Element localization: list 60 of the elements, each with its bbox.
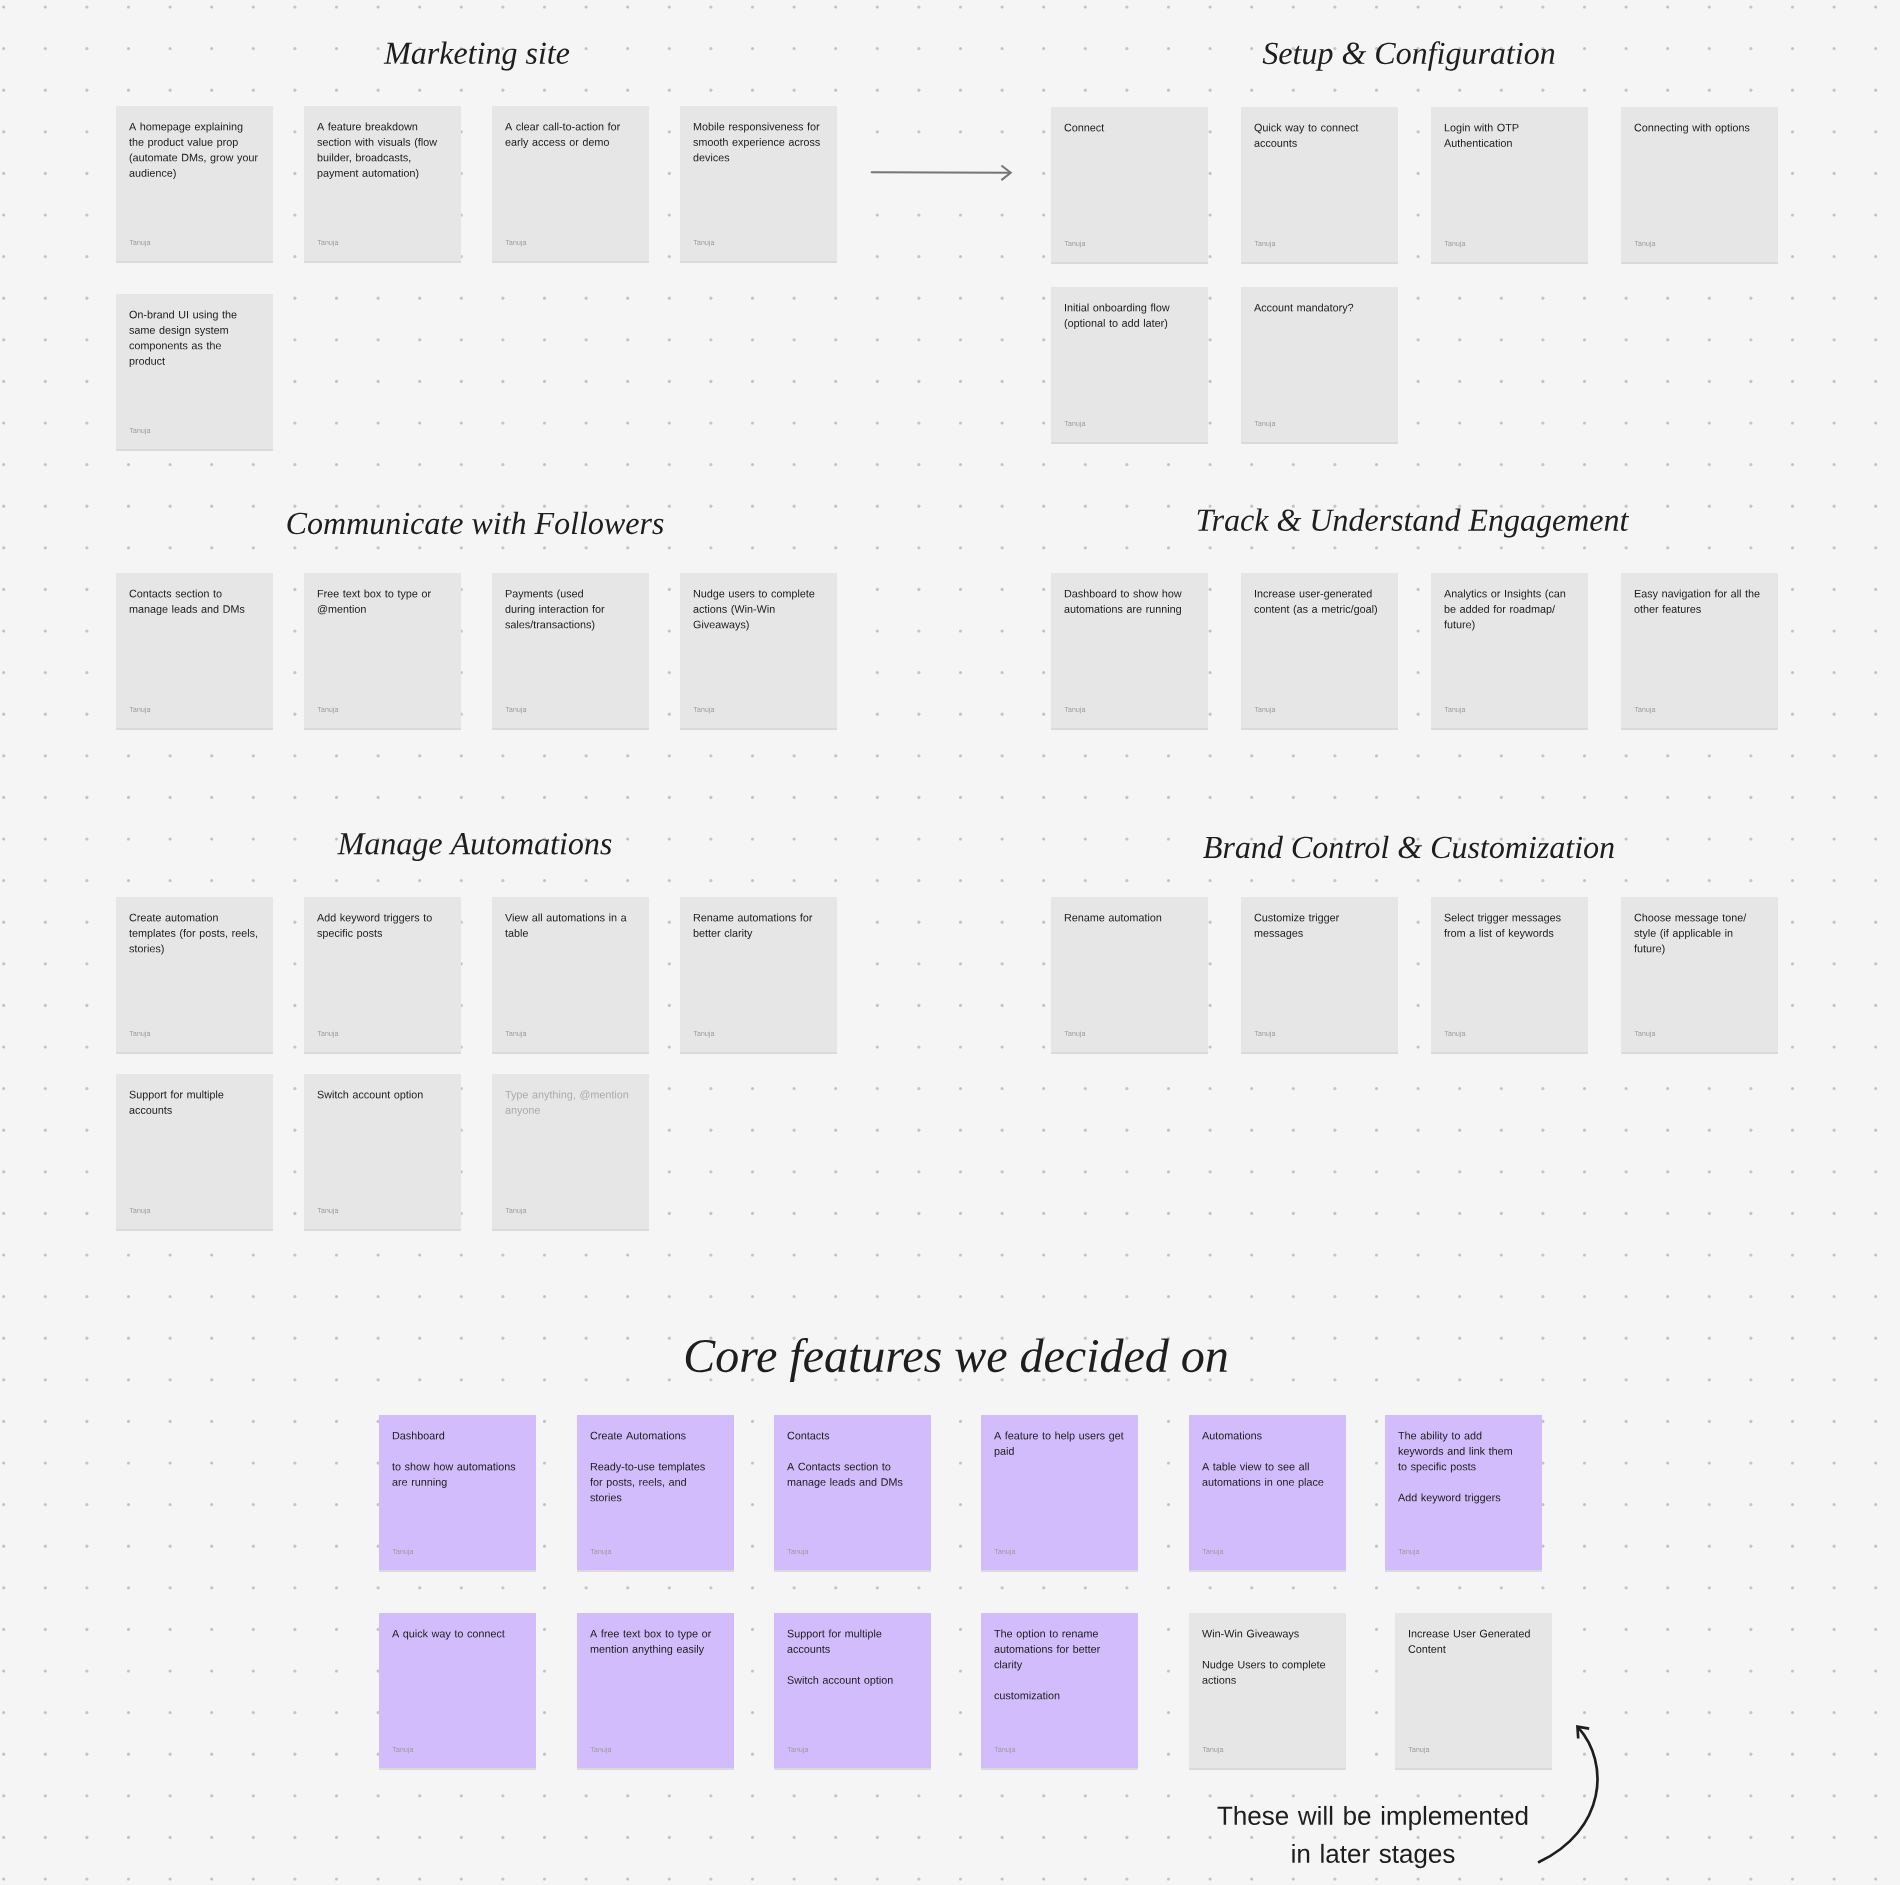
note-text: Automations bbox=[1202, 1431, 1262, 1440]
arrow bbox=[870, 164, 1013, 182]
note-text: Choose message tone/ style (if applicable in future) bbox=[1634, 913, 1747, 955]
section-heading: Track & Understand Engagement bbox=[1197, 508, 1630, 538]
arrow bbox=[1537, 1725, 1599, 1864]
note-text: Mobile responsiveness for smooth experience across devices bbox=[693, 122, 820, 162]
note-text: Connecting with options bbox=[1634, 123, 1750, 134]
note-text: A free text box to type or mention anything easily bbox=[590, 1629, 712, 1656]
note-text: The option to rename automations for better clarity bbox=[994, 1629, 1101, 1671]
note-text: Customize trigger messages bbox=[1254, 913, 1340, 940]
note-text: A table view to see all automations in one place bbox=[1202, 1462, 1324, 1488]
note-text: A quick way to connect bbox=[392, 1629, 505, 1640]
section-heading: Setup & Configuration bbox=[1262, 41, 1555, 71]
note-text: Contacts bbox=[787, 1431, 830, 1440]
note-text: Login with OTP Authentication bbox=[1444, 123, 1519, 147]
annotation-text: These will be implemented in later stages bbox=[1217, 1805, 1528, 1869]
note-text: A clear call-to-action for early access or demo bbox=[505, 122, 621, 149]
note-text: Payments (used during interaction for sales/transactions) bbox=[505, 589, 605, 631]
section-heading: Communicate with Followers bbox=[287, 511, 664, 535]
note-text: A feature to help users get paid bbox=[994, 1431, 1124, 1458]
note-text: A Contacts section to manage leads and DMs bbox=[787, 1462, 903, 1488]
note-text: Type anything, @mention anyone bbox=[505, 1090, 629, 1117]
note-text: Create automation templates (for posts, reels, stories) bbox=[129, 913, 258, 955]
note-text: Support for multiple accounts bbox=[129, 1090, 224, 1114]
note-text: A homepage explaining the product value prop (automate DMs, grow your audience) bbox=[129, 122, 258, 179]
note-text: On-brand UI using the same design system components as the product bbox=[129, 310, 237, 367]
note-text: Increase User Generated Content bbox=[1408, 1629, 1530, 1653]
note-text: Ready-to-use templates for posts, reels, and stories bbox=[590, 1462, 705, 1502]
note-text: Quick way to connect accounts bbox=[1254, 123, 1359, 147]
note-text: Easy navigation for all the other features bbox=[1634, 589, 1760, 613]
note-text: A feature breakdown section with visuals (flow builder, broadcasts, payment automation) bbox=[317, 122, 438, 179]
note-text: View all automations in a table bbox=[505, 913, 627, 937]
note-text: Add keyword triggers to specific posts bbox=[317, 913, 432, 940]
note-text: Nudge users to complete actions (Win-Win Giveaways) bbox=[693, 589, 815, 631]
note-text: Dashboard to show how automations are running bbox=[1064, 589, 1182, 616]
note-text: The ability to add keywords and link them to specific posts bbox=[1398, 1431, 1512, 1473]
note-text: Dashboard bbox=[392, 1431, 445, 1440]
note-text: Switch account option bbox=[787, 1675, 893, 1686]
note-text: Win-Win Giveaways bbox=[1202, 1629, 1299, 1640]
note-text: Increase user-generated content (as a metric/goal) bbox=[1254, 589, 1377, 616]
note-text: Initial onboarding flow (optional to add later) bbox=[1064, 303, 1170, 330]
section-heading: Marketing site bbox=[383, 41, 570, 71]
section-heading: Core features we decided on bbox=[685, 1338, 1227, 1382]
note-text: Account mandatory? bbox=[1254, 303, 1354, 314]
note-text: Contacts section to manage leads and DMs bbox=[129, 589, 245, 616]
note-text: Free text box to type or @mention bbox=[317, 589, 431, 615]
note-text: Nudge Users to complete actions bbox=[1202, 1660, 1326, 1684]
note-text: Rename automation bbox=[1064, 913, 1162, 922]
note-text: to show how automations are running bbox=[392, 1462, 516, 1488]
note-text: Rename automations for better clarity bbox=[693, 913, 813, 940]
section-heading: Brand Control & Customization bbox=[1203, 835, 1614, 859]
note-text: Connect bbox=[1064, 123, 1105, 132]
note-text: Select trigger messages from a list of keywords bbox=[1444, 913, 1561, 940]
note-text: Switch account option bbox=[317, 1090, 423, 1101]
note-text: Add keyword triggers bbox=[1398, 1493, 1501, 1504]
note-text: Create Automations bbox=[590, 1431, 686, 1440]
note-text: Support for multiple accounts bbox=[787, 1629, 882, 1653]
section-heading: Manage Automations bbox=[337, 833, 612, 861]
note-text: Analytics or Insights (can be added for roadmap/ future) bbox=[1444, 589, 1566, 631]
note-text: customization bbox=[994, 1691, 1060, 1700]
